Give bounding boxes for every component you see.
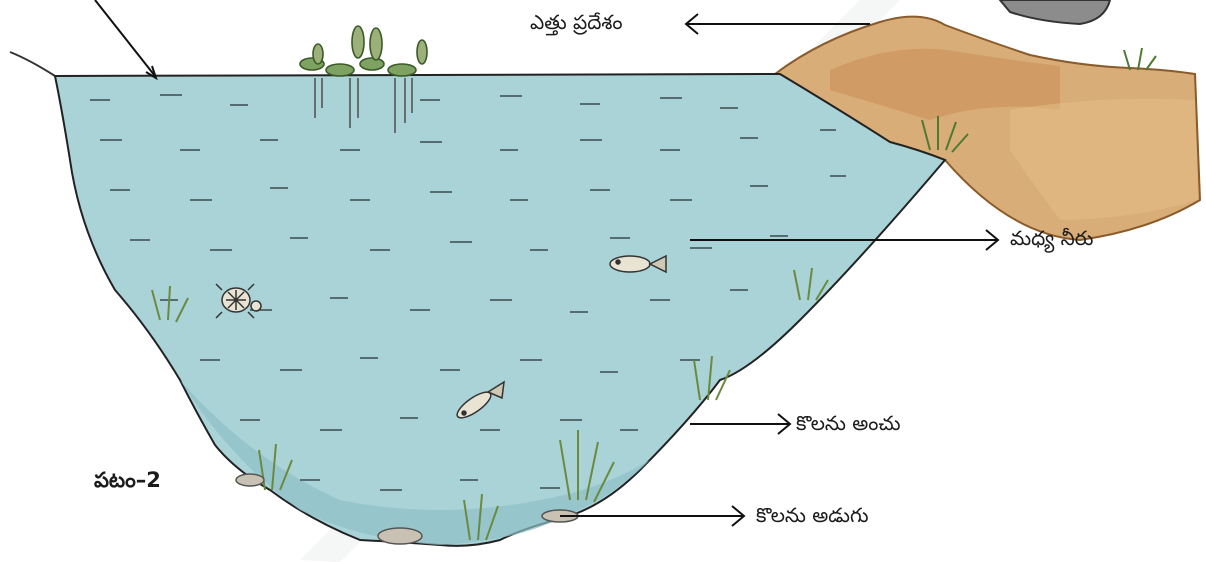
arrow-surface <box>95 0 155 76</box>
label-pond-bottom: కొలను అడుగు <box>756 505 869 525</box>
figure-caption: పటం–2 <box>94 470 161 491</box>
ground-line-left <box>10 52 55 76</box>
rock <box>1000 0 1110 24</box>
pond-water <box>55 74 945 546</box>
label-high-region: ఎత్తు ప్రదేశం <box>530 12 623 32</box>
label-middle-water: మధ్య నీరు <box>1010 228 1093 248</box>
label-pond-edge: కొలను అంచు <box>796 413 901 433</box>
